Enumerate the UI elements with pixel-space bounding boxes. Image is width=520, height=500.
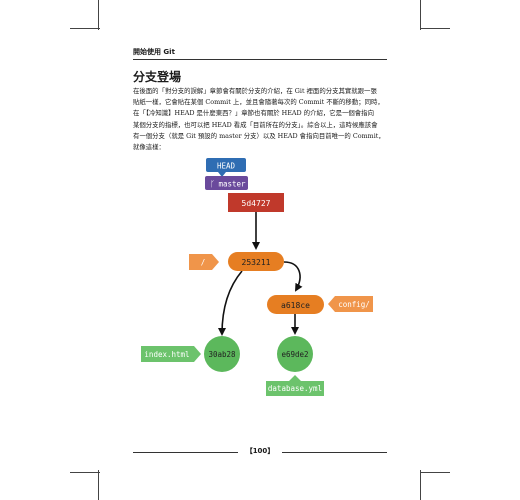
page-number-value: 100 xyxy=(252,447,268,455)
branch-icon: ᚴ xyxy=(210,180,215,189)
commit-hash: a618ce xyxy=(281,301,310,310)
crop-mark xyxy=(70,472,100,473)
tag-config: config/ xyxy=(328,296,373,312)
crop-mark xyxy=(70,28,100,29)
head-pointer: HEAD xyxy=(206,158,246,177)
commit-253211: 253211 xyxy=(228,252,284,271)
tag-root: / xyxy=(189,254,219,270)
paragraph-line: 在「【冷知識】HEAD 是什麼東西？」章節也有關於 HEAD 的介紹，它是一個會… xyxy=(133,109,374,118)
paragraph-line: 就像這樣： xyxy=(133,143,165,152)
paragraph-line: 某個分支的指標，也可以把 HEAD 看成「目前所在的分支」。綜合以上，這時候應該… xyxy=(133,120,378,129)
commit-30ab28: 30ab28 xyxy=(204,336,240,372)
commit-e69de2: e69de2 xyxy=(277,336,313,372)
tag-label: index.html xyxy=(144,350,189,359)
crop-mark xyxy=(420,0,421,30)
commit-hash: 30ab28 xyxy=(208,350,236,359)
crop-mark xyxy=(98,0,99,30)
arrow-253211-to-30ab28 xyxy=(218,270,243,336)
tag-database: database.yml xyxy=(266,375,324,396)
footer-rule-right xyxy=(282,452,387,453)
commit-5d4727: 5d4727 xyxy=(228,193,284,212)
master-label: master xyxy=(218,180,246,189)
crop-mark xyxy=(420,472,450,473)
crop-mark xyxy=(420,28,450,29)
paragraph-line: 有一個分支（就是 Git 預設的 master 分支）以及 HEAD 會指向目前… xyxy=(133,131,385,140)
paragraph-line: 貼紙一樣，它會貼在某個 Commit 上，並且會隨著每次的 Commit 不斷的… xyxy=(133,98,384,107)
crop-mark xyxy=(98,470,99,500)
head-label: HEAD xyxy=(217,162,236,171)
paragraph-line: 在後面的「對分支的誤解」章節會有關於分支的介紹，在 Git 裡面的分支其實就跟一… xyxy=(133,87,377,95)
page-number: 【100】 xyxy=(238,446,282,456)
commit-hash: 253211 xyxy=(242,258,271,267)
master-branch-label: ᚴ master xyxy=(205,176,248,190)
commit-hash: e69de2 xyxy=(281,350,308,359)
section-title: 分支登場 xyxy=(133,70,182,84)
tag-label: database.yml xyxy=(268,384,322,393)
running-head: 開始使用 Git xyxy=(133,47,387,60)
footer-rule-left xyxy=(133,452,238,453)
tag-index: index.html xyxy=(141,346,201,362)
crop-mark xyxy=(420,470,421,500)
body-paragraph: 在後面的「對分支的誤解」章節會有關於分支的介紹，在 Git 裡面的分支其實就跟一… xyxy=(133,86,387,153)
commit-a618ce: a618ce xyxy=(267,295,324,314)
tag-label: config/ xyxy=(338,300,370,309)
tag-label: / xyxy=(201,258,206,267)
arrow-253211-to-a618ce xyxy=(283,261,303,292)
commit-hash: 5d4727 xyxy=(242,199,271,208)
